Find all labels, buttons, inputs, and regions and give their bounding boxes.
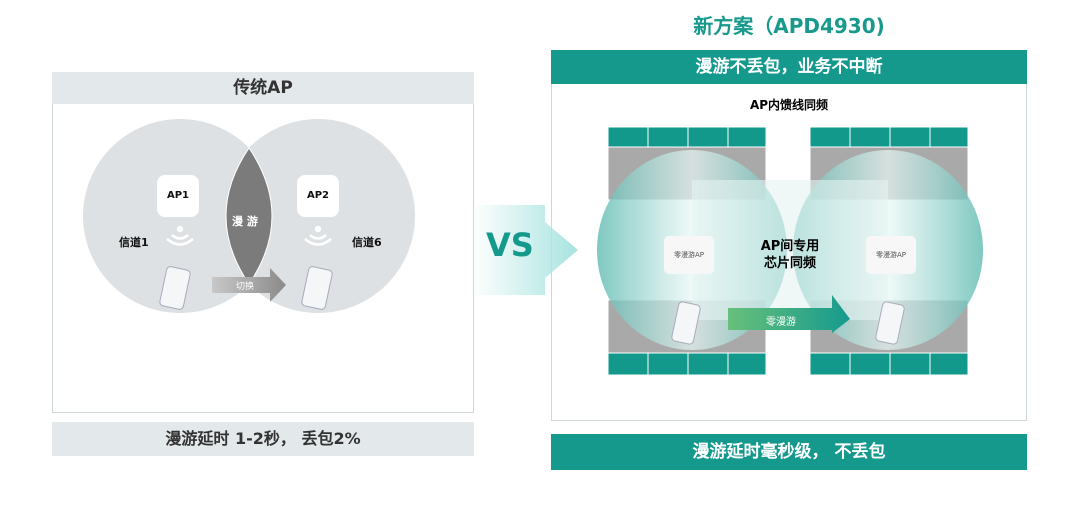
traditional-ap-footer: 漫游延时 1-2秒， 丢包2% <box>52 422 474 456</box>
vs-label: VS <box>486 226 534 264</box>
ap2-box: AP2 <box>297 175 339 217</box>
wifi-icon <box>304 225 332 246</box>
roam-label: 漫 游 <box>232 215 258 228</box>
phone-icon <box>301 266 333 310</box>
ap-left-label: 零漫游AP <box>673 251 704 259</box>
building-caps <box>607 126 969 376</box>
traditional-ap-header: 传统AP <box>52 72 474 104</box>
zero-roam-arrow <box>728 295 850 333</box>
new-solution-title: 新方案（APD4930) <box>693 14 885 38</box>
switch-arrow <box>212 268 286 302</box>
subtitle: AP内馈线同频 <box>749 98 829 112</box>
phone-icon <box>875 301 905 345</box>
wifi-icon <box>166 225 194 246</box>
center-line1: AP间专用 <box>760 239 820 254</box>
new-solution-header: 漫游不丢包，业务不中断 <box>551 50 1027 84</box>
center-label: AP间专用 芯片同频 <box>740 238 840 272</box>
phone-icon <box>671 301 701 345</box>
new-solution-panel <box>551 84 1027 421</box>
ap1-box: AP1 <box>157 175 199 217</box>
traditional-ap-panel <box>52 72 474 413</box>
vs-arrow <box>472 205 578 295</box>
center-line2: 芯片同频 <box>763 256 816 271</box>
ap-device-left <box>664 236 714 274</box>
new-solution-footer: 漫游延时毫秒级， 不丢包 <box>551 434 1027 470</box>
ap-right-label: 零漫游AP <box>875 251 906 259</box>
ap-device-right <box>866 236 916 274</box>
phone-icon <box>159 266 191 310</box>
switch-label: 切换 <box>236 282 255 292</box>
channel6-label: 信道6 <box>352 236 382 249</box>
channel1-label: 信道1 <box>119 236 149 249</box>
zero-roam-label: 零漫游 <box>766 317 796 328</box>
coverage-bridge <box>692 180 888 320</box>
